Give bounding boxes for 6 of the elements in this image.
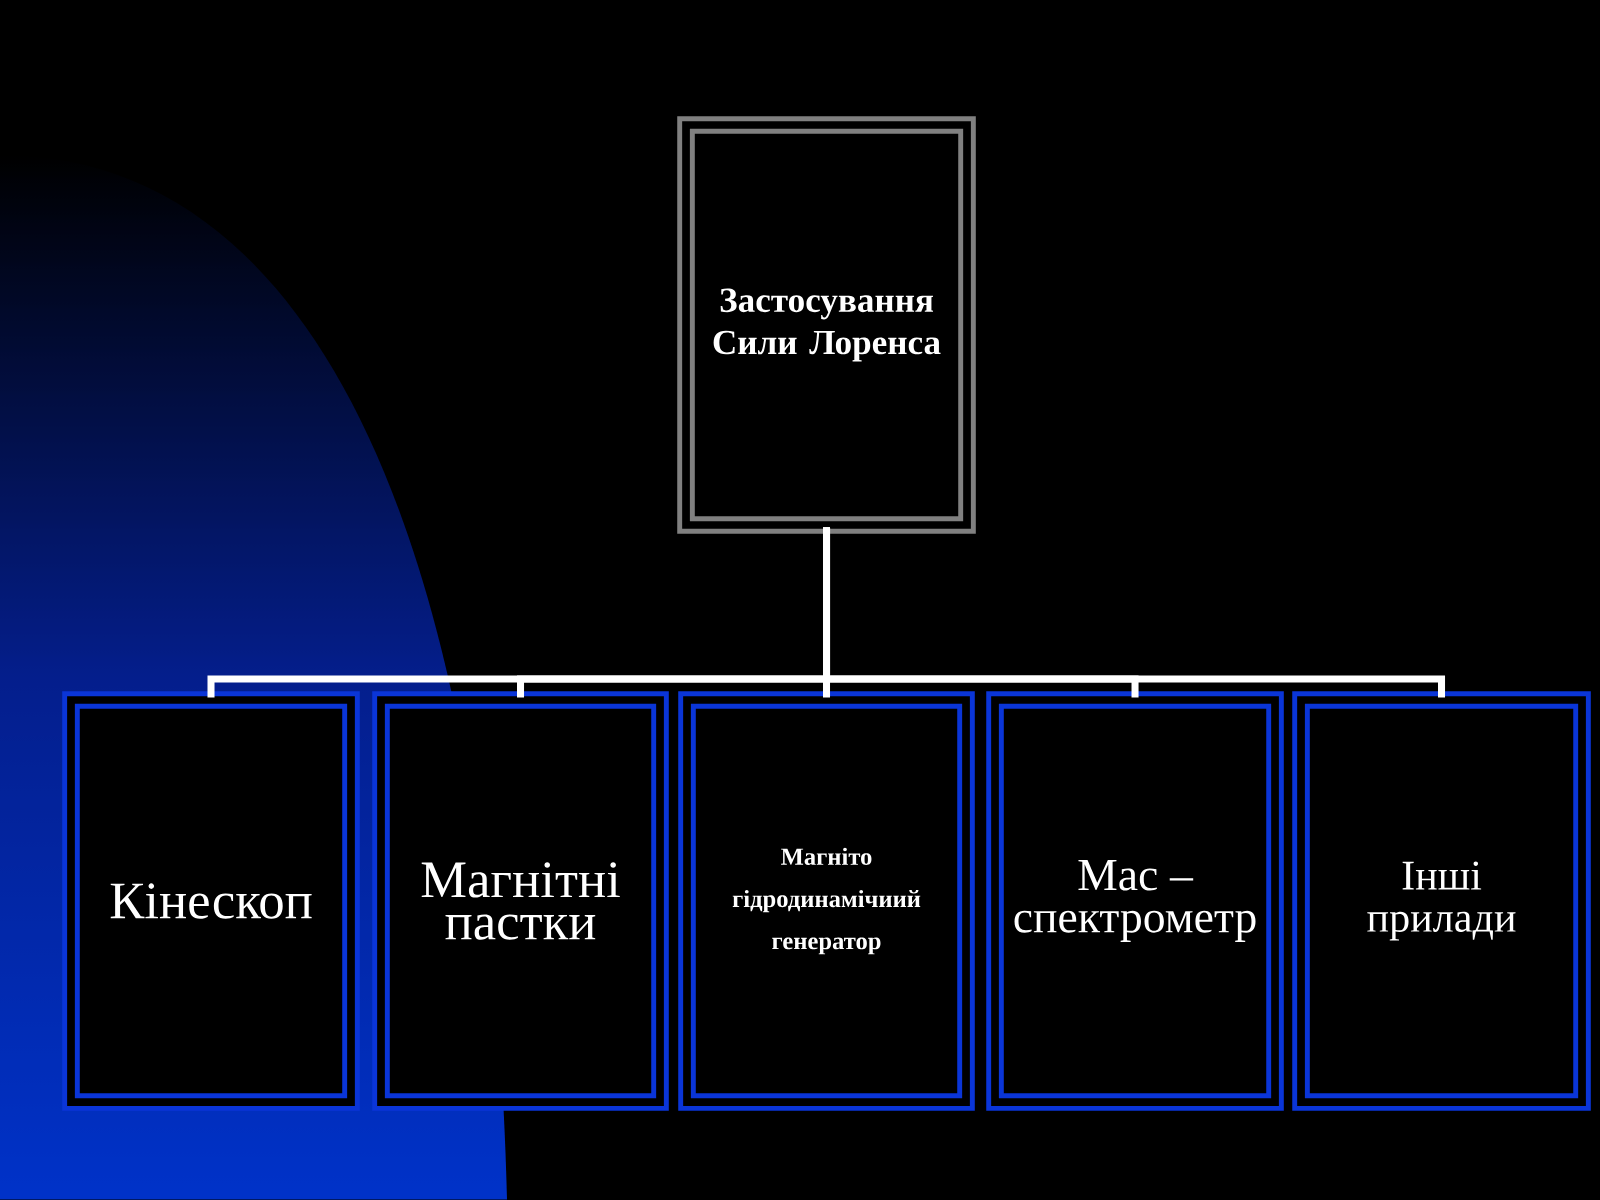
box: Інші прилади (1292, 691, 1591, 1111)
box: Застосування Сили Лоренса (677, 116, 976, 534)
box: Кінескоп (62, 691, 360, 1111)
box: Мас – спектрометр (986, 691, 1284, 1111)
box: Магніто гідродинамічиий генератор (678, 691, 975, 1111)
box: Магнітні пастки (372, 691, 669, 1111)
